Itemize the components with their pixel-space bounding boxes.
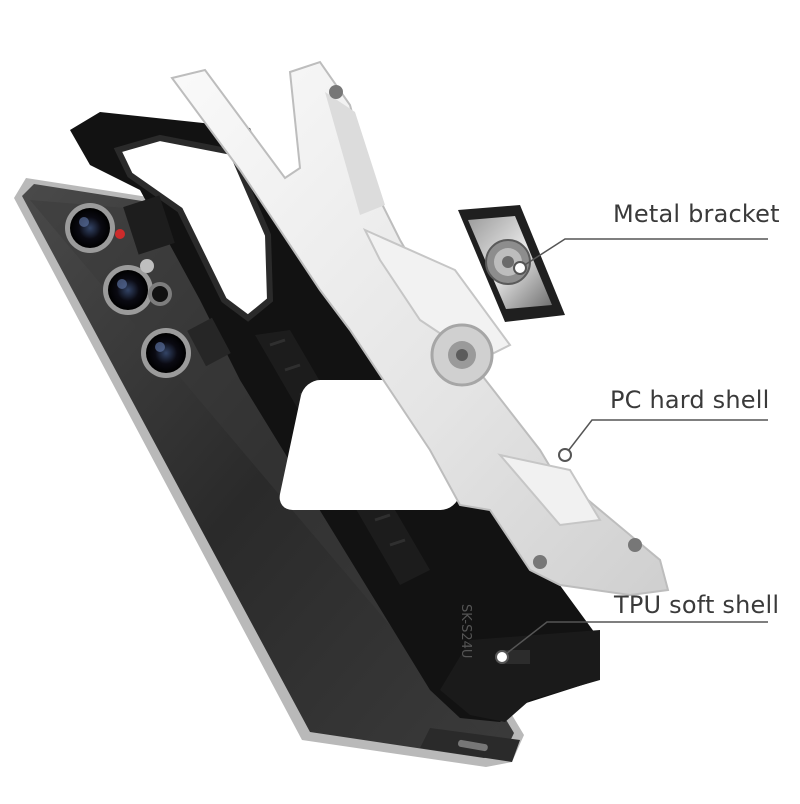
pc-hard-shell: SK-S24U — [170, 60, 670, 658]
callout-line-tpu-soft-shell — [501, 621, 768, 658]
camera-module — [65, 203, 191, 378]
metal-bracket — [458, 205, 565, 322]
callout-line-metal-bracket — [519, 238, 768, 269]
callout-dot-tpu-soft-shell — [495, 650, 509, 664]
callout-dot-pc-hard-shell — [558, 448, 572, 462]
case-print-text: SK-S24U — [458, 604, 473, 658]
callout-label-tpu-soft-shell: TPU soft shell — [614, 591, 780, 619]
callout-line-pc-hard-shell — [564, 419, 768, 456]
tpu-soft-shell — [70, 112, 600, 722]
callout-label-metal-bracket: Metal bracket — [613, 200, 780, 228]
callout-dot-metal-bracket — [513, 261, 527, 275]
callout-lines — [495, 238, 768, 664]
callout-label-pc-hard-shell: PC hard shell — [610, 386, 770, 414]
